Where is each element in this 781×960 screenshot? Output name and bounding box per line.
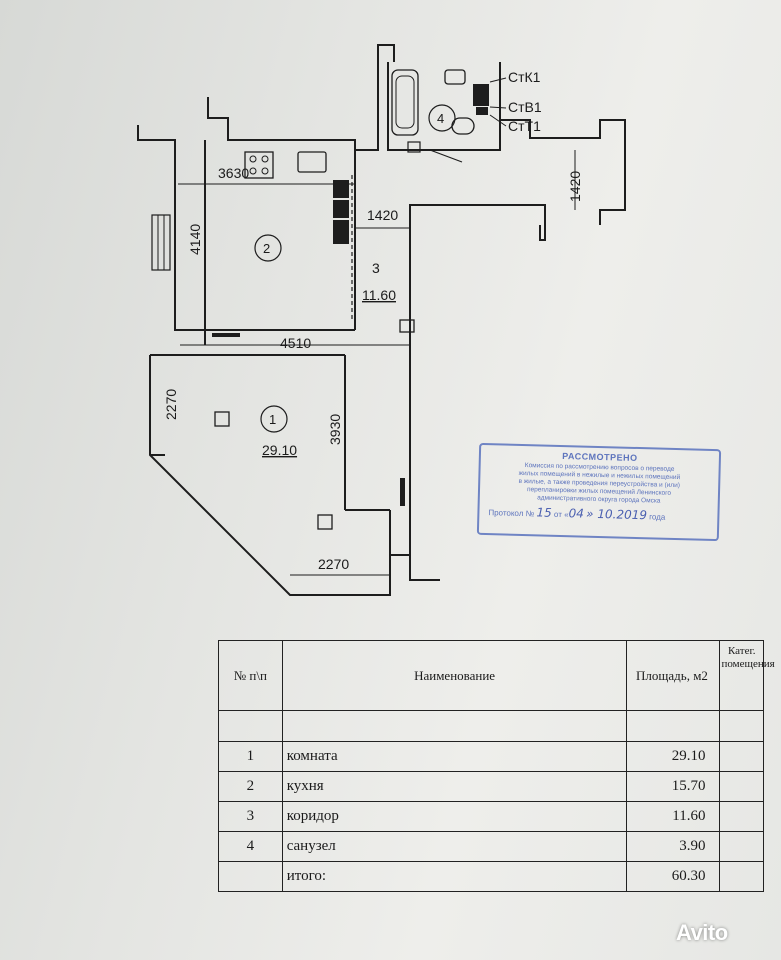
header-num: № п\п [218, 640, 283, 711]
floor-plan: 3630 4140 1420 1420 4510 2270 3930 2270 … [137, 44, 626, 596]
stamp-protocol: Протокол № 15 от «04 » 10.2019 года [488, 505, 666, 523]
column-marker-icon [214, 411, 230, 427]
riser-label: СтК1 [508, 69, 541, 85]
room-area-3: 11.60 [362, 287, 396, 303]
room-marker-2 [254, 234, 282, 262]
approval-stamp: РАССМОТРЕНО Комиссия по рассмотрению воп… [476, 442, 722, 542]
kitchen-sink-icon [297, 151, 327, 173]
sink-icon [444, 69, 466, 85]
table-row: 3 коридор 11.60 [218, 801, 764, 832]
room-number-1: 1 [269, 412, 276, 427]
room-marker-1 [260, 405, 288, 433]
wall [387, 62, 501, 151]
table-row: 1 комната 29.10 [218, 741, 764, 772]
room-number-2: 2 [263, 241, 270, 256]
dim-corridor-width: 1420 [367, 207, 398, 223]
wall [207, 44, 395, 151]
avito-watermark: Avito [676, 920, 728, 945]
table-row [218, 710, 764, 742]
total-label: итого: [281, 861, 628, 892]
stove-icon [244, 151, 274, 179]
total-area: 60.30 [626, 861, 721, 892]
riser-label: СтВ1 [508, 99, 542, 115]
stamp-body: Комиссия по рассмотрению вопросов о пере… [485, 461, 714, 507]
dim-room-depth: 3930 [327, 414, 343, 445]
protocol-day: 04 [568, 506, 585, 521]
dim-room-bottom-wall: 2270 [318, 556, 349, 572]
room-number-4: 4 [437, 111, 444, 126]
area-table: № п\п Наименование Площадь, м2 Катег. по… [218, 640, 775, 892]
table-row: 2 кухня 15.70 [218, 771, 764, 802]
wall [409, 204, 546, 560]
column-marker-icon [317, 514, 333, 530]
room-area-1: 29.10 [262, 442, 297, 458]
room-number-3: 3 [372, 260, 380, 276]
dim-kitchen-width: 3630 [218, 165, 249, 181]
wall [500, 119, 626, 225]
header-name: Наименование [281, 640, 628, 711]
riser-label: СтТ1 [508, 118, 541, 134]
dim-right-passage: 1420 [567, 171, 583, 202]
table-total-row: итого: 60.30 [218, 861, 764, 892]
header-category: Катег. помещения [719, 640, 775, 711]
header-area: Площадь, м2 [626, 640, 721, 711]
dim-room-left-wall: 2270 [163, 389, 179, 420]
dim-kitchen-depth: 4140 [187, 224, 203, 255]
bathtub-icon [391, 69, 419, 136]
wall [149, 355, 440, 596]
protocol-number: 15 [536, 505, 552, 520]
protocol-date: » 10.2019 [585, 506, 648, 523]
table-header-row: № п\п Наименование Площадь, м2 Катег. по… [218, 640, 775, 711]
room-marker-4 [428, 104, 456, 132]
dim-room-width: 4510 [280, 335, 311, 351]
table-row: 4 санузел 3.90 [218, 831, 764, 862]
window [151, 214, 171, 271]
